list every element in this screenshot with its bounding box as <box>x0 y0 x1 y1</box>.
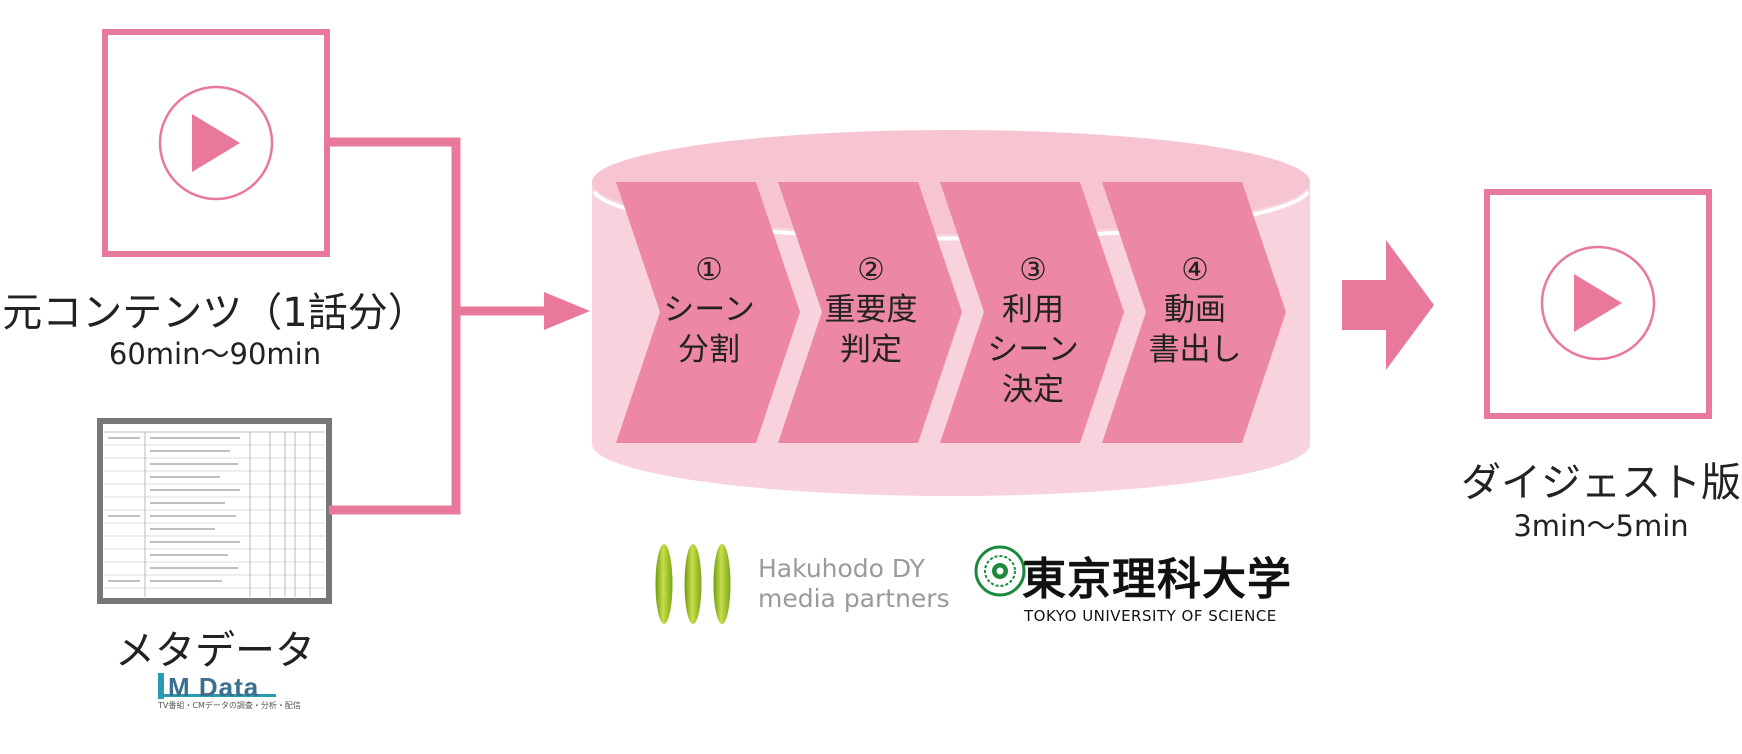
play-icon <box>1574 274 1622 332</box>
step-text: 重要度 <box>824 292 918 328</box>
tus-english-name: TOKYO UNIVERSITY OF SCIENCE <box>1024 607 1277 625</box>
digest-video-box <box>1484 189 1712 419</box>
digest-title: ダイジェスト版 <box>1461 460 1741 506</box>
imdata-logo-tagline: TV番組・CMデータの調査・分析・配信 <box>158 701 301 710</box>
step-text: 動画 <box>1164 292 1226 328</box>
step-text: 書出し <box>1148 332 1242 368</box>
step-text: シーン <box>663 292 755 328</box>
step-text: 利用 <box>1002 292 1064 328</box>
tus-name: 東京理科大学 <box>1022 554 1292 605</box>
imdata-mark <box>158 673 276 699</box>
step-number: ② <box>857 252 885 288</box>
hakuhodo-logo-text: Hakuhodo DY media partners <box>758 554 950 614</box>
source-duration: 60min〜90min <box>108 337 322 371</box>
step-3-label: ③ 利用 シーン 決定 <box>968 250 1098 410</box>
step-2-chevron <box>778 182 962 443</box>
step-1-chevron <box>616 182 800 443</box>
output-arrow <box>1342 240 1434 370</box>
hakuhodo-line-2: media partners <box>758 584 950 613</box>
step-number: ④ <box>1181 252 1209 288</box>
step-4-label: ④ 動画 書出し <box>1130 250 1260 370</box>
step-text: 判定 <box>840 332 902 368</box>
merge-connector <box>327 137 546 515</box>
hakuhodo-logo-mark <box>655 544 731 624</box>
step-number: ③ <box>1019 252 1047 288</box>
source-title: 元コンテンツ（1話分） <box>2 290 428 336</box>
step-3-chevron <box>940 182 1124 443</box>
metadata-title: メタデータ <box>115 628 315 674</box>
tus-emblem <box>974 545 1026 597</box>
imdata-logo-text: M Data <box>168 672 260 702</box>
step-text: シーン <box>987 332 1079 368</box>
hakuhodo-line-1: Hakuhodo DY <box>758 554 926 583</box>
step-number: ① <box>695 252 723 288</box>
step-text: 決定 <box>1002 372 1064 408</box>
step-text: 分割 <box>678 332 740 368</box>
step-4-chevron <box>1102 182 1286 443</box>
step-1-label: ① シーン 分割 <box>644 250 774 370</box>
source-video-box <box>102 29 330 257</box>
metadata-spreadsheet-thumbnail <box>97 418 332 604</box>
digest-duration: 3min〜5min <box>1513 509 1689 543</box>
play-icon <box>192 114 240 172</box>
step-chevrons <box>616 182 1286 443</box>
step-2-label: ② 重要度 判定 <box>806 250 936 370</box>
input-arrow-head <box>544 292 590 330</box>
